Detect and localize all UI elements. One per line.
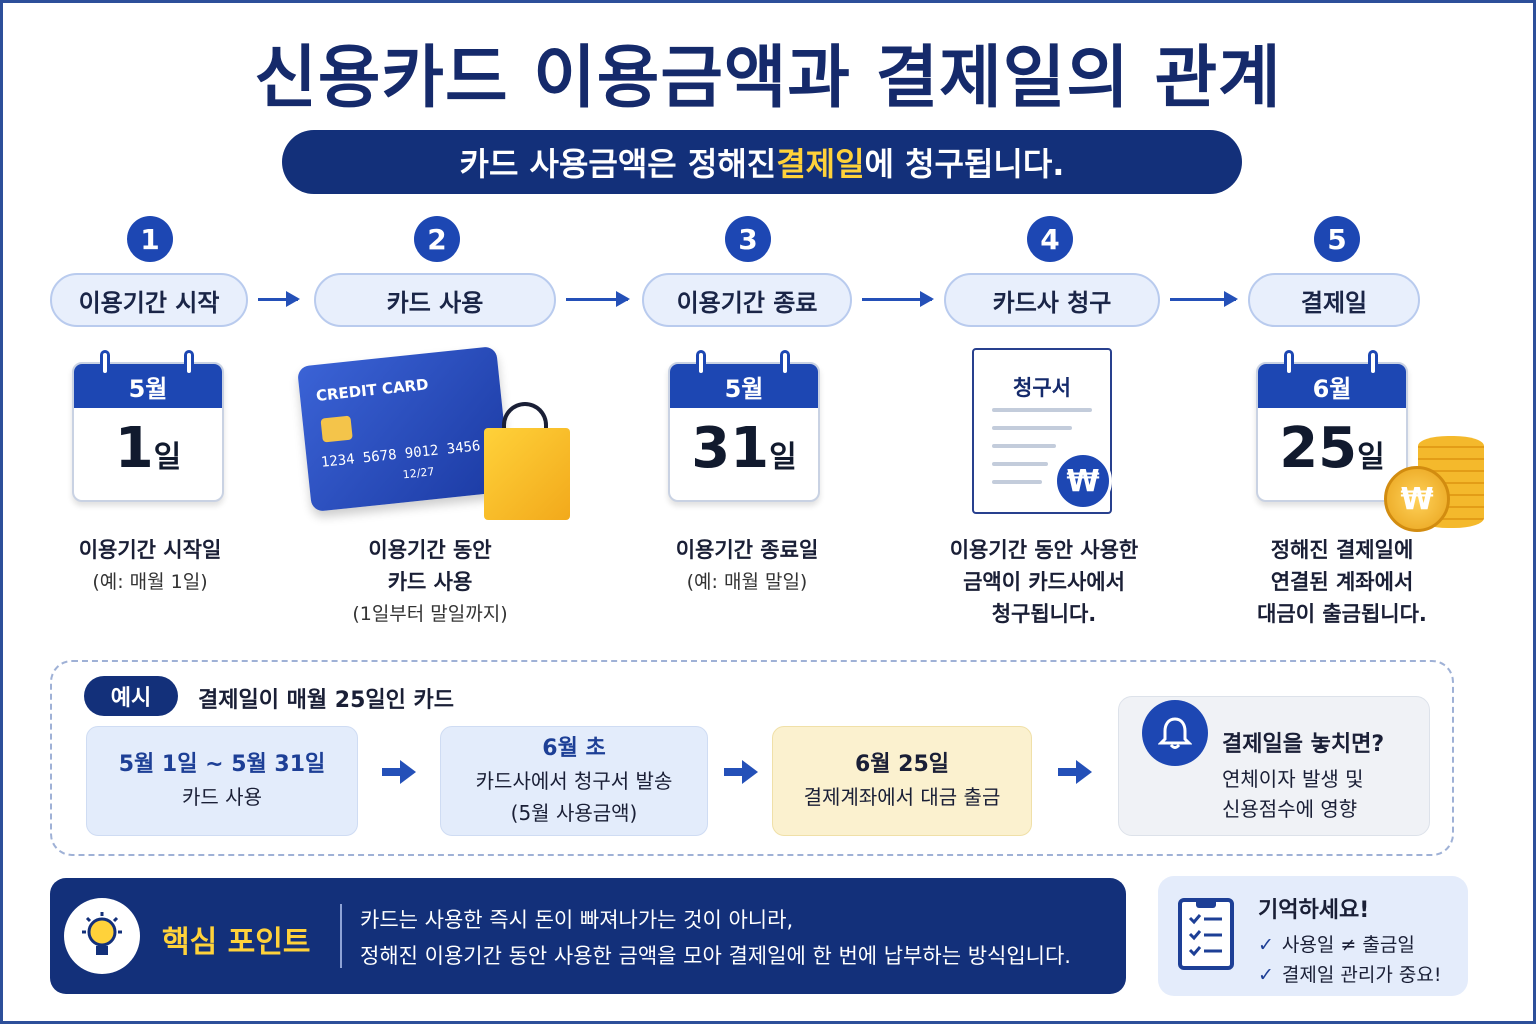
- step-1-number: 1: [127, 216, 173, 262]
- remember-title: 기억하세요!: [1258, 898, 1370, 923]
- credit-card-icon: CREDIT CARD 1234 5678 9012 3456 12/27: [296, 345, 512, 513]
- key-point-text: 카드는 사용한 즉시 돈이 빠져나가는 것이 아니라, 정해진 이용기간 동안 …: [360, 908, 1071, 968]
- subtitle-highlight: 결제일: [776, 145, 865, 183]
- alert-text: 연체이자 발생 및 신용점수에 영향: [1222, 767, 1364, 821]
- step-5-description: 정해진 결제일에 연결된 계좌에서 대금이 출금됩니다.: [1257, 538, 1427, 626]
- flow-arrow-3: [862, 291, 934, 307]
- step-3-label: 이용기간 종료: [642, 273, 852, 327]
- card-expiry: 12/27: [402, 465, 435, 482]
- won-coin-icon: ₩: [1384, 466, 1450, 532]
- calendar-icon-end: 5월 31일: [668, 350, 820, 502]
- calendar-icon-start: 5월 1일: [72, 350, 224, 502]
- invoice-title: 청구서: [1013, 376, 1071, 400]
- step-1-description: 이용기간 시작일 (예: 매월 1일): [78, 538, 222, 593]
- calendar-ring: [1368, 350, 1378, 376]
- invoice-line: [992, 408, 1092, 412]
- invoice-line: [992, 426, 1072, 430]
- remember-item: ✓사용일 ≠ 출금일: [1258, 934, 1415, 956]
- key-point-divider: [340, 904, 342, 968]
- step-1-label: 이용기간 시작: [50, 273, 248, 327]
- calendar-month: 5월: [670, 364, 818, 408]
- flow-arrow-2: [566, 291, 630, 307]
- calendar-ring: [100, 350, 110, 376]
- step-4-number: 4: [1027, 216, 1073, 262]
- calendar-day: 31일: [691, 416, 797, 481]
- subtitle-banner: 카드 사용금액은 정해진 결제일 에 청구됩니다.: [282, 130, 1242, 194]
- flow-arrow-1: [258, 291, 300, 307]
- calendar-ring: [780, 350, 790, 376]
- calendar-icon-payment: 6월 25일: [1256, 350, 1408, 502]
- step-2-number: 2: [414, 216, 460, 262]
- example-box-payment: 6월 25일 결제계좌에서 대금 출금: [772, 726, 1032, 836]
- page-title: 신용카드 이용금액과 결제일의 관계: [254, 39, 1282, 118]
- won-icon: ₩: [1054, 452, 1112, 510]
- flow-arrow-4: [1170, 291, 1238, 307]
- subtitle-text-after: 에 청구됩니다.: [864, 145, 1065, 183]
- example-tag: 예시: [84, 676, 178, 716]
- calendar-ring: [696, 350, 706, 376]
- calendar-ring: [184, 350, 194, 376]
- step-4-description: 이용기간 동안 사용한 금액이 카드사에서 청구됩니다.: [949, 538, 1139, 626]
- invoice-line: [992, 462, 1048, 466]
- check-icon: ✓: [1258, 934, 1274, 956]
- card-label: CREDIT CARD: [315, 375, 430, 405]
- calendar-month: 5월: [74, 364, 222, 408]
- step-3-number: 3: [725, 216, 771, 262]
- example-box-usage: 5월 1일 ~ 5월 31일 카드 사용: [86, 726, 358, 836]
- bell-icon: [1142, 700, 1208, 766]
- calendar-day: 25일: [1279, 416, 1385, 481]
- step-2-description: 이용기간 동안 카드 사용 (1일부터 말일까지): [352, 538, 508, 625]
- key-point-banner: [50, 878, 1126, 994]
- example-box-invoice: 6월 초 카드사에서 청구서 발송 (5월 사용금액): [440, 726, 708, 836]
- example-section: [50, 660, 1454, 856]
- calendar-day: 1일: [114, 416, 182, 481]
- example-title: 결제일이 매월 25일인 카드: [198, 688, 454, 713]
- lightbulb-icon: [64, 898, 140, 974]
- card-number: 1234 5678 9012 3456: [320, 438, 482, 471]
- step-4-label: 카드사 청구: [944, 273, 1160, 327]
- invoice-line: [992, 444, 1056, 448]
- subtitle-text-before: 카드 사용금액은 정해진: [459, 145, 777, 183]
- calendar-month: 6월: [1258, 364, 1406, 408]
- calendar-ring: [1284, 350, 1294, 376]
- clipboard-icon: [1178, 898, 1234, 970]
- step-3-description: 이용기간 종료일 (예: 매월 말일): [675, 538, 819, 593]
- step-5-number: 5: [1314, 216, 1360, 262]
- shopping-bag-handle: [502, 402, 548, 446]
- remember-item: ✓결제일 관리가 중요!: [1258, 964, 1442, 986]
- check-icon: ✓: [1258, 964, 1274, 986]
- shopping-bag-icon: [484, 428, 570, 520]
- card-chip: [320, 415, 353, 443]
- key-point-label: 핵심 포인트: [162, 925, 311, 960]
- step-5-label: 결제일: [1248, 273, 1420, 327]
- invoice-line: [992, 480, 1042, 484]
- alert-title: 결제일을 놓치면?: [1222, 732, 1385, 757]
- step-2-label: 카드 사용: [314, 273, 556, 327]
